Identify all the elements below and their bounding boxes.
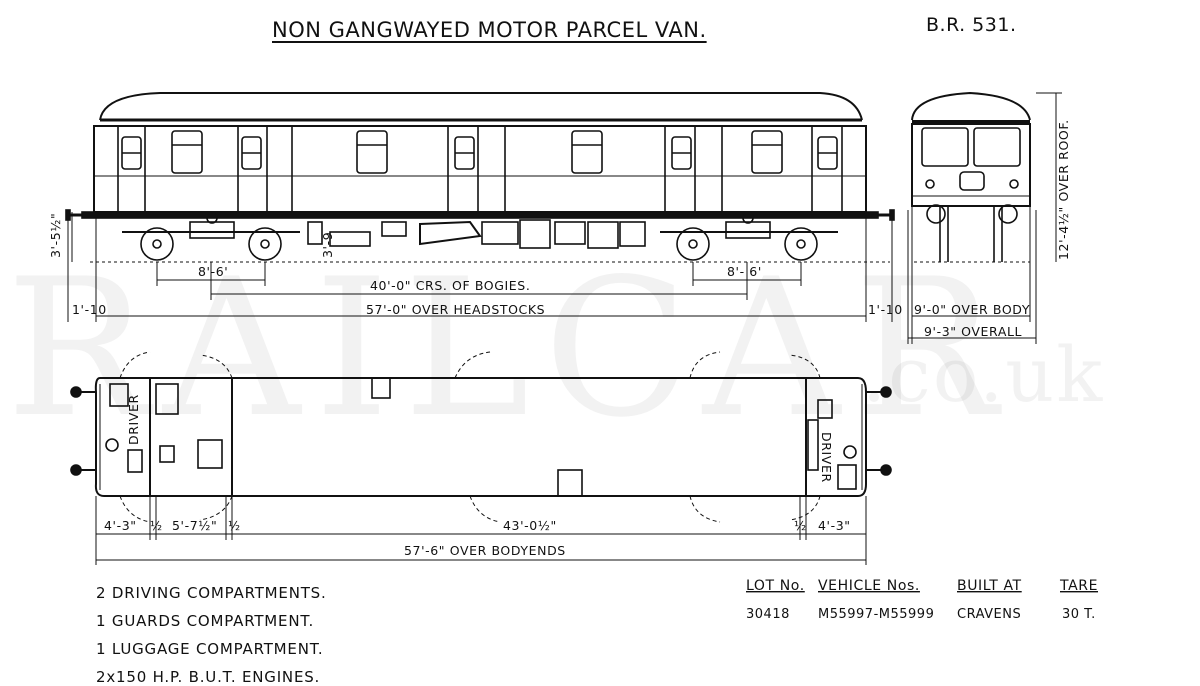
dim-luggage-label: 43'-0½" xyxy=(503,518,557,533)
buffer-left-label: 1'-10 xyxy=(72,302,107,317)
driver-label-right: DRIVER xyxy=(819,432,834,483)
small-dim-label: 3'-9 xyxy=(320,232,335,258)
dim-small-left-label: ½ xyxy=(150,518,163,533)
end-elevation xyxy=(907,91,1062,344)
table-cell-lot: 30418 xyxy=(746,607,790,622)
dim-small-right-label: ½ xyxy=(794,518,807,533)
overall-label: 9'-3" OVERALL xyxy=(924,324,1022,339)
buffer-right-label: 1'-10 xyxy=(868,302,903,317)
table-header-vehicle: VEHICLE Nos. xyxy=(818,578,920,594)
height-dim-label: 3'-5½" xyxy=(48,213,63,258)
watermark-suffix: .co.uk xyxy=(862,330,1105,419)
spec-line-2: 1 GUARDS COMPARTMENT. xyxy=(96,612,314,630)
bogie-wheelbase-left-label: 8'-6' xyxy=(198,264,228,279)
over-bodyends-label: 57'-6" OVER BODYENDS xyxy=(404,543,566,558)
diagram-title: NON GANGWAYED MOTOR PARCEL VAN. xyxy=(272,18,707,42)
dim-guard-label: 5'-7½" xyxy=(172,518,217,533)
dim-cab-right-label: 4'-3" xyxy=(818,518,851,533)
watermark: RAILCAR xyxy=(6,238,1012,459)
table-header-lot: LOT No. xyxy=(746,578,805,594)
spec-line-4: 2x150 H.P. B.U.T. ENGINES. xyxy=(96,668,320,686)
bogie-centres-label: 40'-0" CRS. OF BOGIES. xyxy=(370,278,530,293)
dim-small-left2-label: ½ xyxy=(228,518,241,533)
spec-line-3: 1 LUGGAGE COMPARTMENT. xyxy=(96,640,323,658)
over-headstocks-label: 57'-0" OVER HEADSTOCKS xyxy=(366,302,545,317)
over-roof-label: 12'-4½" OVER ROOF. xyxy=(1056,119,1071,260)
diagram-code: B.R. 531. xyxy=(926,14,1017,36)
table-cell-built: CRAVENS xyxy=(957,607,1021,622)
driver-label-left: DRIVER xyxy=(126,394,141,445)
table-header-tare: TARE xyxy=(1059,578,1098,594)
dim-cab-left-label: 4'-3" xyxy=(104,518,137,533)
plan-view xyxy=(70,351,892,565)
spec-line-1: 2 DRIVING COMPARTMENTS. xyxy=(96,584,327,602)
table-header-built: BUILT AT xyxy=(957,578,1022,594)
table-cell-vehicle: M55997-M55999 xyxy=(818,607,934,622)
side-elevation xyxy=(65,92,895,322)
over-body-label: 9'-0" OVER BODY xyxy=(914,302,1030,317)
bogie-wheelbase-right-label: 8'- 6' xyxy=(727,264,762,279)
table-cell-tare: 30 T. xyxy=(1062,607,1096,622)
